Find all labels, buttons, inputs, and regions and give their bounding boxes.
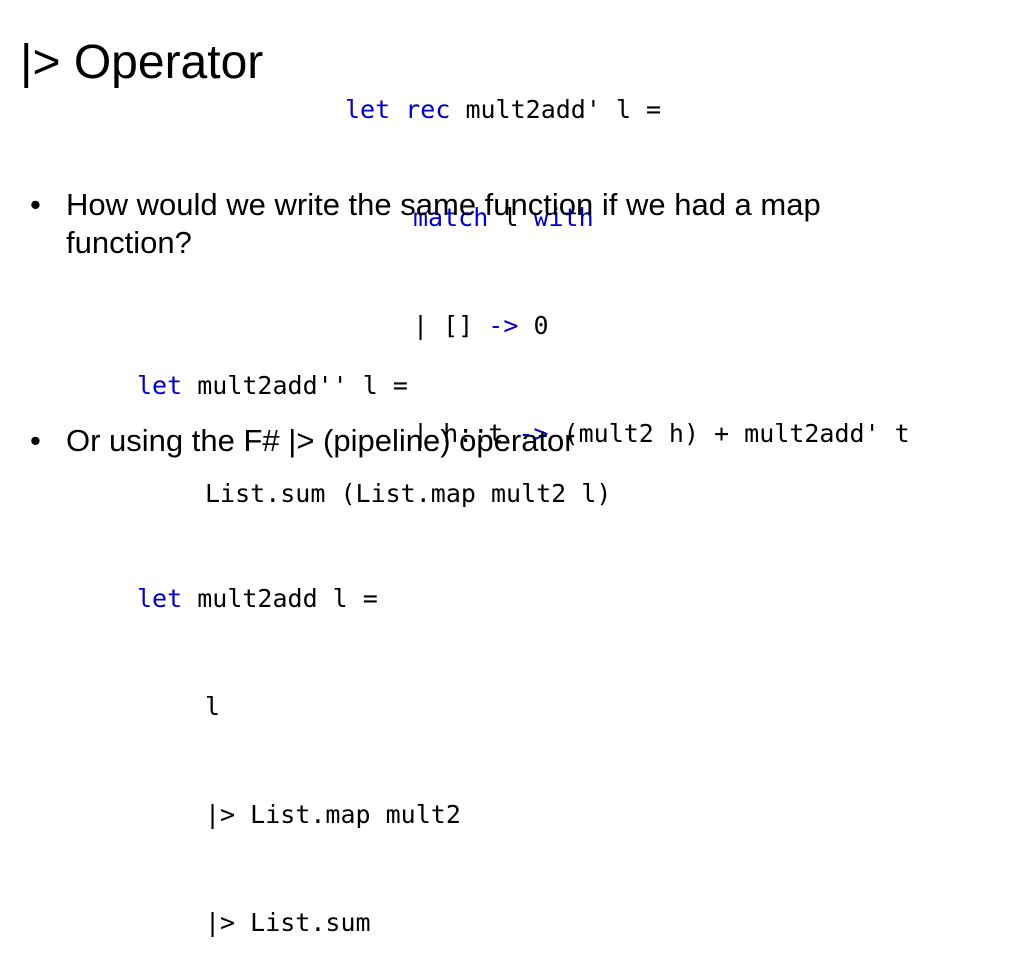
code-text: mult2add l =	[197, 584, 378, 613]
code-text: List.sum (List.map mult2 l)	[205, 479, 612, 508]
keyword-match: match	[413, 203, 489, 232]
code-line: let mult2add l =	[137, 581, 461, 617]
code-line: let rec mult2add' l =	[345, 92, 910, 128]
keyword-let: let	[137, 371, 183, 400]
code-line: List.sum (List.map mult2 l)	[137, 476, 611, 512]
code-text: l	[205, 692, 221, 721]
code-line: |> List.map mult2	[137, 797, 461, 833]
code-line: match l with	[345, 200, 910, 236]
code-line: l	[137, 689, 461, 725]
code-line: let mult2add'' l =	[137, 368, 611, 404]
code-line: |> List.sum	[137, 905, 461, 941]
code-text: l	[503, 203, 519, 232]
code-text: mult2add' l =	[465, 95, 662, 124]
bullet-dot: •	[30, 187, 41, 222]
bullet-text: Or using the F# |> (pipeline) operator	[66, 423, 575, 458]
code-text: (mult2 h) + mult2add' t	[563, 419, 910, 448]
code-line: | h::t -> (mult2 h) + mult2add' t	[345, 416, 910, 452]
bullet-text: How would we write the same function if …	[66, 187, 821, 260]
keyword-rec: rec	[405, 95, 451, 124]
keyword-let: let	[137, 584, 183, 613]
code-line: | [] -> 0	[345, 308, 910, 344]
bullet-dot: •	[30, 423, 41, 458]
code-snippet-recursive: let rec mult2add' l = match l with | [] …	[345, 20, 910, 488]
code-text: |> List.sum	[205, 908, 371, 937]
code-text: mult2add'' l =	[197, 371, 408, 400]
code-text: 0	[533, 311, 549, 340]
code-text: |> List.map mult2	[205, 800, 461, 829]
arrow-operator: ->	[518, 419, 549, 448]
bullet-item: • How would we write the same function i…	[30, 186, 946, 262]
code-snippet-map: let mult2add'' l = List.sum (List.map mu…	[137, 296, 611, 548]
keyword-let: let	[345, 95, 391, 124]
code-text: | []	[413, 311, 474, 340]
code-text: | h::t	[413, 419, 504, 448]
arrow-operator: ->	[488, 311, 519, 340]
bullet-item: • Or using the F# |> (pipeline) operator	[30, 422, 946, 460]
slide-title: |> Operator	[20, 36, 264, 89]
keyword-with: with	[533, 203, 594, 232]
code-snippet-pipeline: let mult2add l = l |> List.map mult2 |> …	[137, 509, 461, 977]
